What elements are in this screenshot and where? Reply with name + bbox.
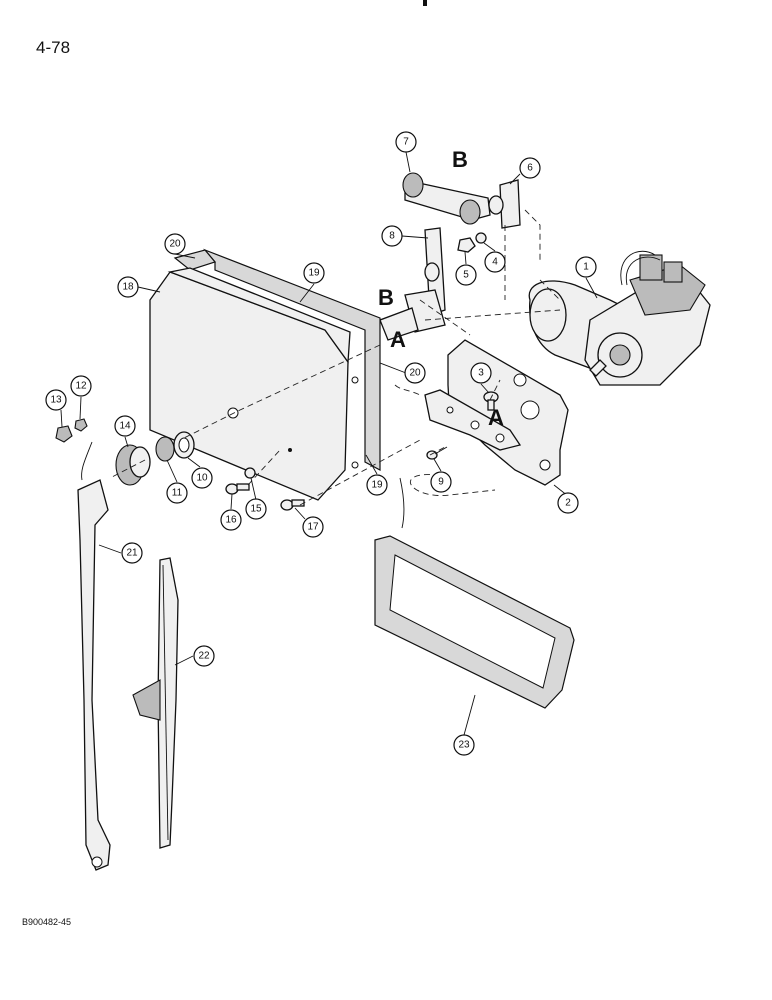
svg-text:23: 23	[458, 740, 470, 751]
svg-text:22: 22	[198, 651, 210, 662]
nut-5	[457, 237, 476, 253]
callout-1: 1	[575, 256, 597, 278]
svg-text:5: 5	[463, 270, 469, 281]
svg-text:6: 6	[527, 163, 533, 174]
svg-text:21: 21	[126, 548, 138, 559]
svg-text:16: 16	[225, 515, 237, 526]
callout-15: 15	[245, 498, 267, 520]
housing-cover	[149, 267, 359, 501]
callout-12: 12	[70, 375, 92, 397]
callout-10: 10	[191, 467, 213, 489]
svg-text:7: 7	[403, 137, 409, 148]
arm-arrow	[81, 441, 93, 481]
callout-11: 11	[166, 482, 188, 504]
svg-text:19: 19	[308, 268, 320, 279]
callout-14: 14	[114, 415, 136, 437]
ref-letter-a-left: A	[390, 327, 406, 352]
assembly-lines	[109, 209, 561, 506]
screw-17	[280, 499, 305, 511]
callout-23: 23	[453, 734, 475, 756]
svg-text:4: 4	[492, 257, 498, 268]
callout-9: 9	[430, 471, 452, 493]
svg-text:18: 18	[122, 282, 134, 293]
callout-21: 21	[121, 542, 143, 564]
callout-5: 5	[455, 264, 477, 286]
linkage-arm	[379, 227, 446, 341]
callout-6: 6	[519, 157, 541, 179]
callout-8: 8	[381, 225, 403, 247]
svg-text:9: 9	[438, 477, 444, 488]
callout-13: 13	[45, 389, 67, 411]
svg-text:2: 2	[565, 498, 571, 509]
gasket-frame	[374, 535, 575, 709]
ref-letter-b-top: B	[452, 147, 468, 172]
callout-16: 16	[220, 509, 242, 531]
wiper-motor	[528, 250, 711, 386]
callout-4: 4	[484, 251, 506, 273]
seal-20	[203, 248, 381, 471]
pivot-bracket	[488, 179, 521, 229]
washer-15	[244, 467, 256, 479]
svg-text:13: 13	[50, 395, 62, 406]
cap-nut-13	[55, 425, 73, 443]
wiper-blade	[132, 557, 179, 849]
gasket-arrow	[399, 477, 405, 529]
svg-text:1: 1	[583, 262, 589, 273]
washer-4	[475, 232, 487, 244]
callout-19-lower: 19	[366, 474, 388, 496]
figure-code: B900482-45	[22, 917, 72, 927]
bolt-16	[225, 483, 250, 495]
page-number: 4-78	[36, 38, 71, 57]
svg-text:14: 14	[119, 421, 131, 432]
ref-letter-b-mid: B	[378, 285, 394, 310]
callout-19-upper: 19	[303, 262, 325, 284]
callout-2: 2	[557, 492, 579, 514]
callout-18: 18	[117, 276, 139, 298]
svg-text:8: 8	[389, 231, 395, 242]
ref-letter-a-right: A	[488, 405, 504, 430]
bushing-14	[115, 444, 151, 486]
callout-7: 7	[395, 131, 417, 153]
callout-leaders	[60, 151, 598, 736]
svg-text:11: 11	[172, 488, 183, 499]
svg-text:20: 20	[169, 239, 181, 250]
svg-text:19: 19	[371, 480, 383, 491]
callout-20-lower: 20	[404, 362, 426, 384]
linkage-bar	[402, 172, 491, 225]
callout-3: 3	[470, 362, 492, 384]
svg-text:3: 3	[478, 368, 484, 379]
svg-text:17: 17	[307, 522, 319, 533]
svg-text:12: 12	[75, 381, 87, 392]
callout-20-upper: 20	[164, 233, 186, 255]
nut-11	[155, 436, 175, 462]
nut-12	[74, 418, 88, 432]
svg-text:20: 20	[409, 368, 421, 379]
svg-text:15: 15	[250, 504, 262, 515]
screw-9	[426, 446, 448, 460]
wiper-arm	[77, 479, 111, 871]
callout-22: 22	[193, 645, 215, 667]
svg-text:10: 10	[196, 473, 208, 484]
gasket-19	[173, 249, 217, 271]
callout-17: 17	[302, 516, 324, 538]
